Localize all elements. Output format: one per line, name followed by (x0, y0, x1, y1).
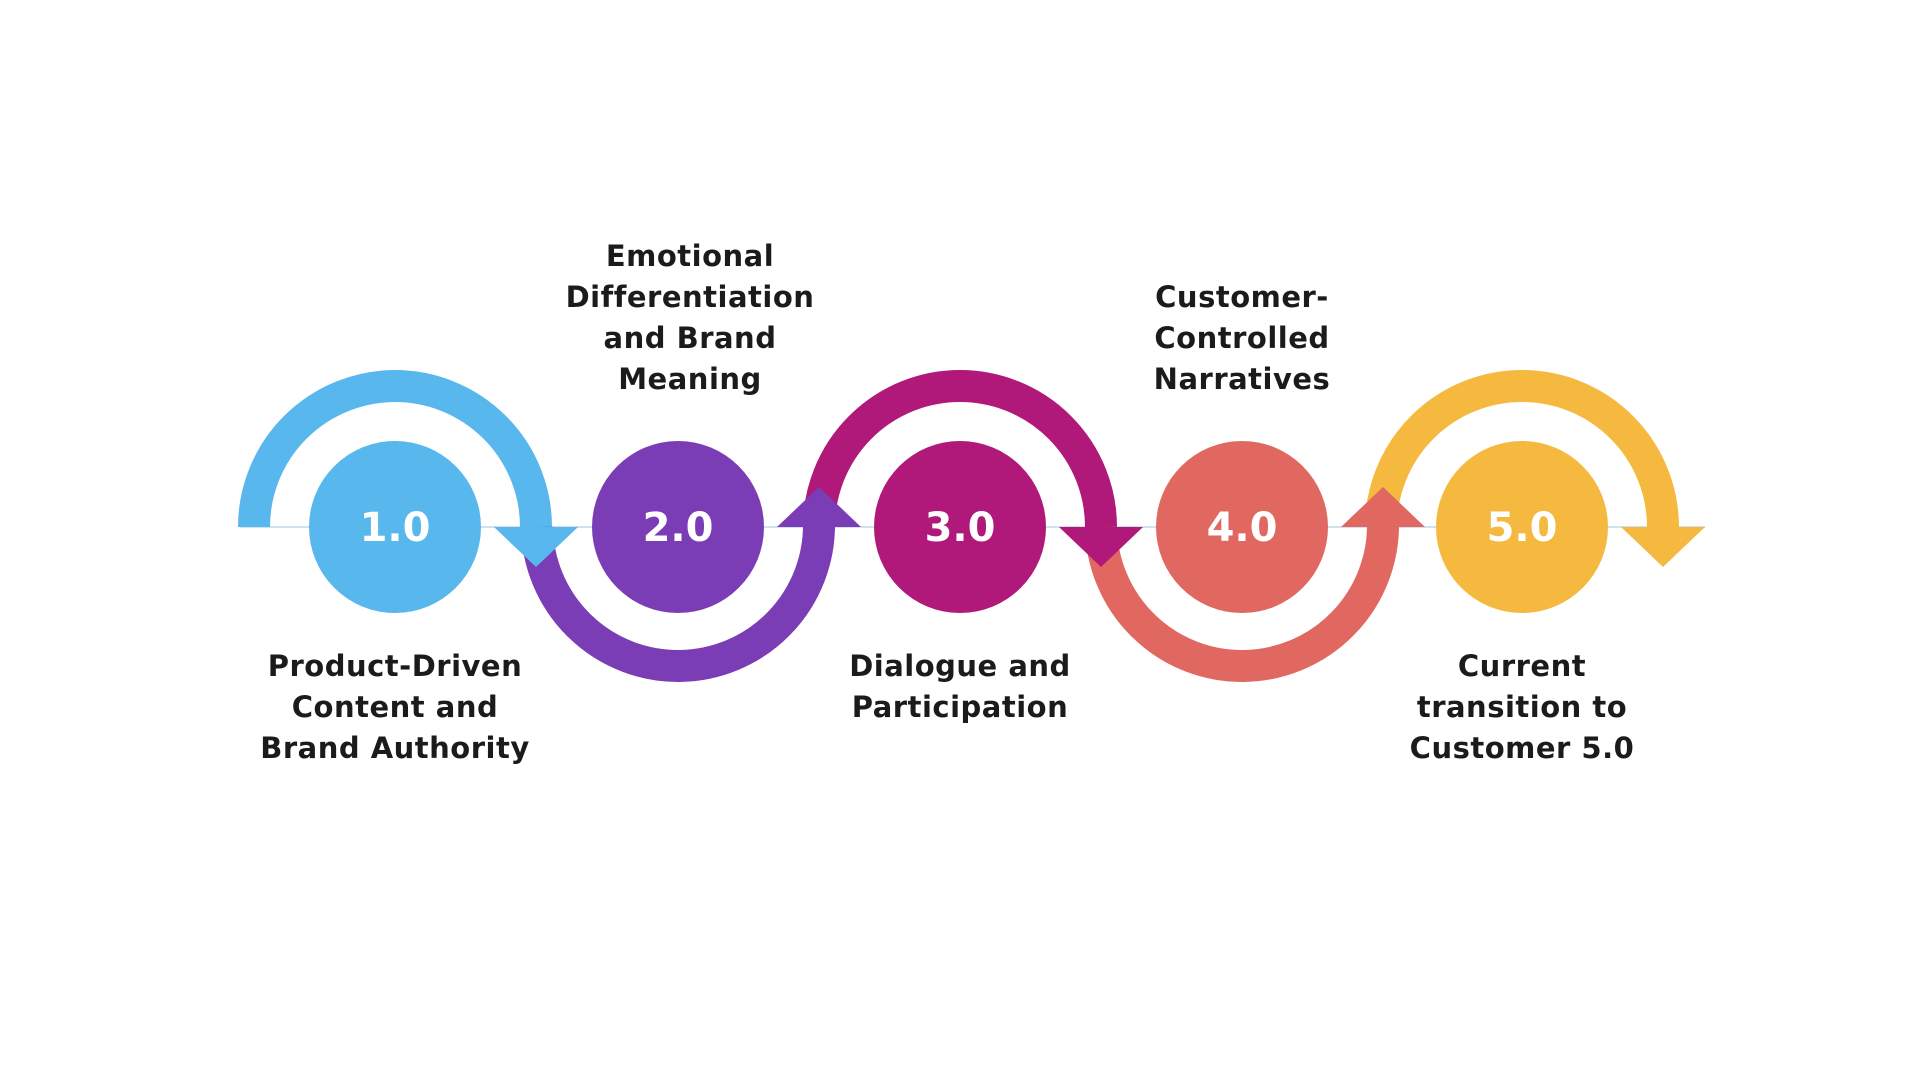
stage-number-1: 1.0 (360, 505, 431, 551)
arc-arrow-1 (238, 370, 552, 528)
arrowhead-3 (1059, 527, 1143, 567)
arrowhead-1 (494, 527, 578, 567)
stage-number-4: 4.0 (1207, 505, 1278, 551)
stage-label-2: Emotional Differentiation and Brand Mean… (565, 239, 815, 396)
stage-circle-3 (874, 441, 1046, 613)
arrowhead-4 (1341, 487, 1425, 527)
stage-number-5: 5.0 (1487, 505, 1558, 551)
stage-circle-5 (1436, 441, 1608, 613)
stage-label-1: Product-Driven Content and Brand Authori… (260, 649, 530, 765)
arc-arrow-5 (1365, 370, 1679, 528)
arrowhead-5 (1621, 527, 1705, 567)
stage-circle-2 (592, 441, 764, 613)
stage-circle-4 (1156, 441, 1328, 613)
stage-label-4: Customer- Controlled Narratives (1153, 280, 1331, 396)
arc-arrow-4 (1085, 522, 1400, 682)
arrowhead-2 (777, 487, 861, 527)
stage-number-2: 2.0 (643, 505, 714, 551)
arc-arrow-2 (521, 522, 836, 682)
stage-circle-1 (309, 441, 481, 613)
arc-arrow-3 (803, 370, 1117, 528)
stage-label-5: Current transition to Customer 5.0 (1409, 649, 1635, 765)
stage-label-3: Dialogue and Participation (849, 649, 1071, 724)
stage-number-3: 3.0 (925, 505, 996, 551)
